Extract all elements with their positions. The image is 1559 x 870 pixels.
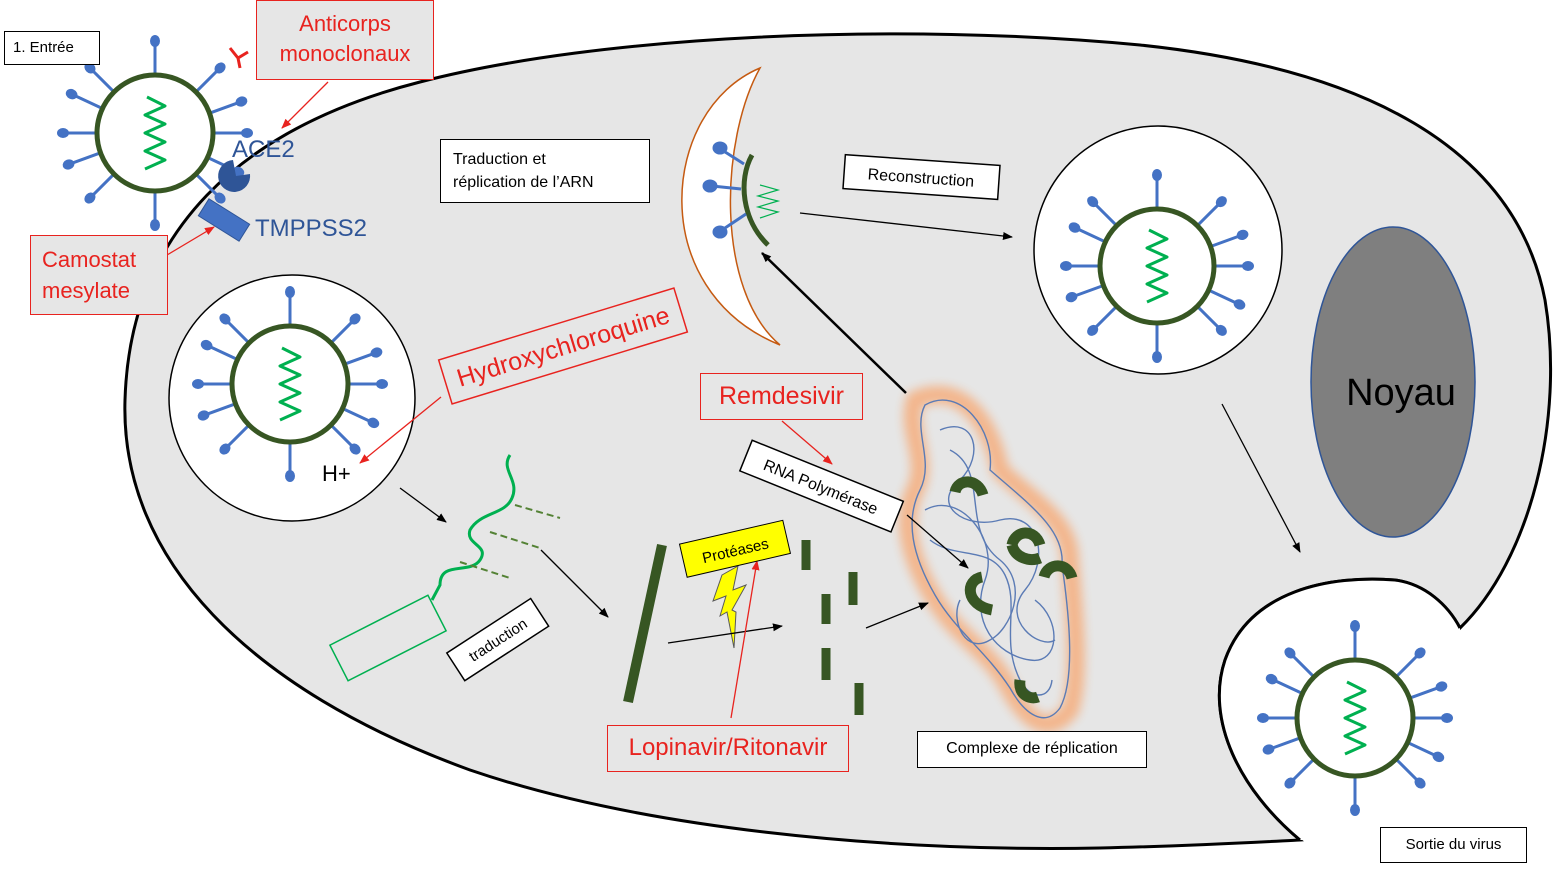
polyprotein: [623, 543, 667, 704]
virus-exit-label: Sortie du virus: [1380, 827, 1527, 863]
polymerase-units: [949, 476, 1078, 704]
virus-envelope: [1294, 657, 1416, 779]
spike-head: [1350, 804, 1360, 816]
spike-head: [150, 219, 160, 231]
cleaved-proteins: [801, 540, 864, 715]
spike-head: [1087, 196, 1099, 208]
spike-head: [1242, 261, 1254, 271]
spike-head: [235, 96, 248, 107]
spike-head: [285, 286, 295, 298]
entry-step-label: 1. Entrée: [4, 31, 100, 65]
translation-replication-line2: réplication de l’ARN: [453, 174, 594, 191]
anticorps-line2: monoclonaux: [279, 41, 411, 66]
spike-head: [150, 35, 160, 47]
antibody-icon: [228, 47, 249, 69]
spike-head: [219, 313, 231, 325]
nucleus: [1310, 226, 1476, 538]
spike-head: [370, 347, 383, 358]
spike-head: [1432, 751, 1445, 763]
camostat-line2: mesylate: [42, 278, 131, 303]
virus-assembled-icon: [1060, 169, 1254, 363]
budding-spikes: [702, 141, 747, 239]
lopinavir-label: Lopinavir/Ritonavir: [607, 725, 849, 772]
proton-label: H+: [322, 461, 351, 486]
spike-head: [1065, 291, 1078, 303]
spike-head: [1435, 681, 1448, 692]
spike-head: [219, 443, 231, 455]
ribosome-outline: [328, 594, 448, 682]
spike-head: [1068, 222, 1081, 233]
spike-head: [1152, 351, 1162, 363]
virus-rna: [1343, 680, 1367, 756]
spike-head: [84, 192, 96, 204]
anticorps-line1: Anticorps: [299, 11, 391, 36]
virus-rna: [1145, 228, 1169, 304]
reconstruction-label: Reconstruction: [842, 153, 1001, 201]
spike-head: [192, 379, 204, 389]
spike-head: [376, 379, 388, 389]
spike-head: [241, 128, 253, 138]
translation-replication-label: Traduction et réplication de l’ARN: [440, 139, 650, 203]
spike-head: [1060, 261, 1072, 271]
ace2-label: ACE2: [232, 136, 295, 163]
spike-head: [65, 88, 78, 100]
tmprss2-label: TMPPSS2: [255, 215, 368, 242]
virus-envelope: [229, 323, 351, 445]
anticorps-label: Anticorps monoclonaux: [256, 0, 434, 80]
virus-envelope: [94, 72, 216, 194]
er-crescent: [681, 66, 781, 346]
spike-head: [349, 443, 361, 455]
budding-rna-icon: [755, 184, 781, 219]
replication-complex-label: Complexe de réplication: [917, 731, 1147, 768]
virus-entering-icon: [57, 35, 253, 231]
spike-head: [57, 128, 69, 138]
spike-head: [349, 313, 361, 325]
tmprss2-protease-icon: [197, 198, 251, 242]
proteases-label: Protéases: [678, 519, 792, 578]
virus-exiting-icon: [1257, 620, 1453, 816]
virus-endosome-icon: [192, 286, 388, 482]
spike-head: [1233, 299, 1246, 310]
spike-head: [1284, 777, 1296, 789]
camostat-line1: Camostat: [42, 247, 137, 272]
spike-head: [1152, 169, 1162, 181]
spike-head: [84, 62, 96, 74]
spike-head: [197, 410, 210, 421]
spike-head: [1257, 713, 1269, 723]
spike-head: [1215, 324, 1227, 336]
spike-head: [214, 192, 226, 204]
spike-head: [214, 62, 226, 74]
virus-rna: [143, 95, 167, 171]
spike-head: [1414, 647, 1426, 659]
nascent-protein-dashes: [459, 504, 561, 579]
process-arrows: [399, 212, 1301, 644]
camostat-label: Camostat mesylate: [30, 235, 168, 315]
spike-head: [1350, 620, 1360, 632]
exit-membrane: [1217, 577, 1462, 842]
remdesivir-label: Remdesivir: [700, 373, 863, 420]
drug-arrows: [166, 81, 833, 719]
uncoated-rna: [430, 454, 516, 601]
lightning-icon: [712, 565, 748, 649]
spike-head: [1284, 647, 1296, 659]
spike-head: [200, 339, 213, 351]
spike-head: [62, 159, 75, 170]
spike-head: [1262, 744, 1275, 755]
budding-membrane: [741, 153, 770, 247]
translation-replication-line1: Traduction et: [453, 151, 546, 168]
virus-envelope: [1097, 206, 1217, 326]
spike-head: [367, 417, 380, 429]
spike-head: [285, 470, 295, 482]
ace2-receptor-icon: [218, 160, 251, 192]
spike-head: [1087, 324, 1099, 336]
nucleus-label: Noyau: [1346, 372, 1456, 414]
spike-head: [1215, 196, 1227, 208]
spike-head: [1265, 673, 1278, 685]
spike-head: [1414, 777, 1426, 789]
spike-head: [1236, 229, 1249, 241]
spike-head: [1441, 713, 1453, 723]
virus-rna: [278, 346, 302, 422]
